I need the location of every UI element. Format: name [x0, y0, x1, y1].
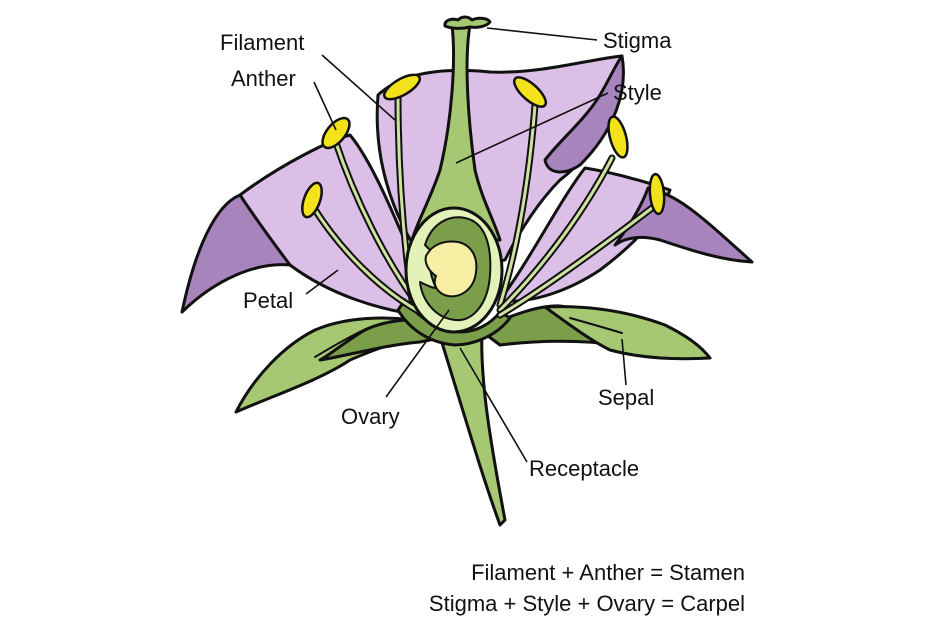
right-sepal — [478, 304, 712, 361]
anther-4 — [512, 76, 548, 108]
leader-lines — [305, 27, 627, 463]
leader-receptacle — [459, 347, 528, 463]
anthers — [301, 73, 666, 219]
label-stigma: Stigma — [603, 28, 672, 53]
anther-3 — [382, 73, 422, 101]
formula-carpel: Stigma + Style + Ovary = Carpel — [429, 591, 745, 616]
leader-petal — [305, 269, 339, 295]
carpel — [404, 15, 504, 334]
label-receptacle: Receptacle — [529, 456, 639, 481]
label-petal: Petal — [243, 288, 293, 313]
formula-stamen: Filament + Anther = Stamen — [471, 560, 745, 585]
label-anther: Anther — [231, 66, 296, 91]
leader-sepal — [621, 338, 627, 386]
filament-1 — [308, 201, 424, 316]
anther-2 — [321, 116, 351, 150]
anther-1 — [301, 181, 323, 219]
label-style: Style — [613, 80, 662, 105]
labels: Filament Anther Stigma Style Petal Ovary… — [220, 28, 672, 481]
formulas: Filament + Anther = Stamen Stigma + Styl… — [429, 560, 745, 616]
ovule — [424, 240, 478, 298]
label-sepal: Sepal — [598, 385, 654, 410]
label-filament: Filament — [220, 30, 304, 55]
label-ovary: Ovary — [341, 404, 400, 429]
filament-4 — [496, 101, 539, 309]
filament-6 — [496, 204, 656, 319]
leader-anther — [313, 81, 337, 131]
stamens — [308, 91, 656, 319]
stigma-shape — [443, 15, 492, 30]
anther-5 — [607, 115, 629, 159]
anther-6 — [648, 172, 666, 216]
leader-ovary — [385, 309, 450, 398]
leader-filament — [321, 54, 396, 121]
filament-5 — [496, 154, 616, 314]
leader-style — [455, 92, 609, 164]
leader-stigma — [486, 27, 598, 41]
